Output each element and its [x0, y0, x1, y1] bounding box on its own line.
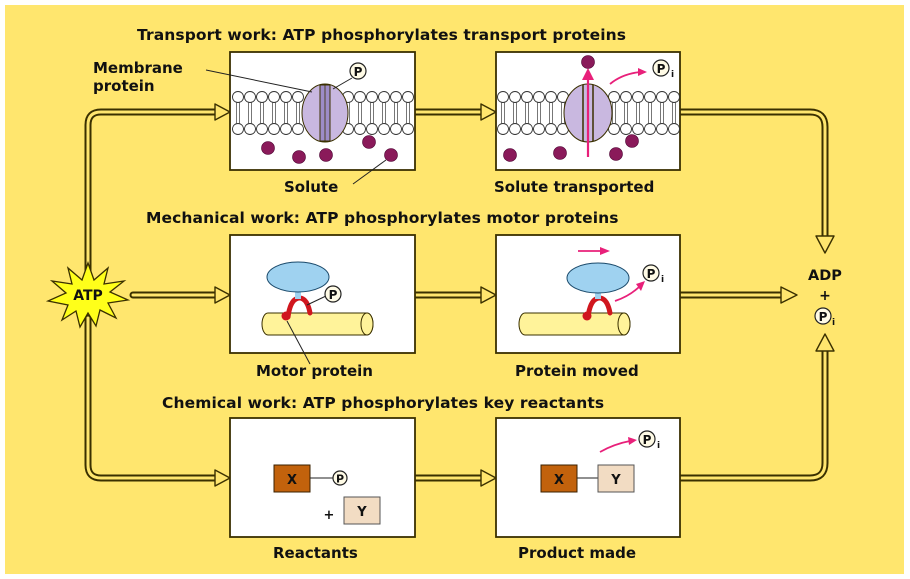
arrowhead-transport-after [480, 103, 497, 121]
phosphate-icon-chemical: P [332, 470, 348, 486]
phosphate-label: P [354, 65, 363, 79]
callout-motor-protein [286, 320, 311, 365]
atp-burst-icon [45, 261, 131, 329]
callout-line-2: protein [93, 77, 155, 95]
plus-sign: + [819, 288, 831, 304]
label-solute: Solute [284, 178, 339, 196]
product-y-label: Y [610, 473, 621, 488]
row-title-mechanical: Mechanical work: ATP phosphorylates moto… [146, 209, 619, 227]
arrowhead-chemical-after [480, 469, 497, 487]
release-arrow-mechanical [614, 281, 645, 302]
label-product-made: Product made [518, 544, 637, 562]
transport-protein-closed [301, 83, 349, 143]
arrowhead-mechanical-after [480, 286, 497, 304]
arrowhead-to-adp-bottom [815, 333, 835, 352]
actin-filament-after [518, 312, 631, 336]
phosphate-subscript: i [671, 70, 674, 80]
label-protein-moved: Protein moved [515, 362, 639, 380]
phosphate-subscript: i [657, 441, 660, 451]
motion-arrow [578, 247, 610, 255]
phosphate-label: P [647, 267, 656, 281]
phosphate-icon-transport: P [349, 62, 367, 80]
phosphate-subscript: i [661, 275, 664, 285]
pipe-chemical-to-adp [676, 344, 829, 482]
label-reactants: Reactants [273, 544, 358, 562]
row-title-chemical: Chemical work: ATP phosphorylates key re… [162, 394, 605, 412]
motor-protein-after [566, 262, 630, 321]
label-solute-transported: Solute transported [494, 178, 655, 196]
row-title-transport: Transport work: ATP phosphorylates trans… [137, 26, 627, 44]
phosphate-label: P [657, 62, 666, 76]
adp-label: ADP [808, 268, 842, 284]
atp-label: ATP [73, 288, 103, 304]
reactant-y-label: Y [356, 505, 367, 520]
arrowhead-to-adp-middle [780, 286, 798, 304]
pipe-transport-to-adp [676, 108, 829, 244]
solute-molecules-before [261, 135, 398, 164]
transported-solute [581, 55, 595, 69]
plus-sign: + [324, 508, 335, 523]
pipe-to-transport [84, 108, 224, 282]
phosphate-label: P [336, 473, 344, 486]
arrowhead-to-adp-top [815, 235, 835, 254]
reactant-y-before: Y [343, 496, 381, 525]
release-arrow-chemical [599, 437, 637, 453]
phosphate-label: P [643, 433, 652, 447]
solute-molecules-after [503, 134, 639, 162]
reactant-x-label: X [287, 473, 297, 488]
arrowhead-transport-before [214, 103, 231, 121]
inorganic-phosphate-icon-mechanical: P i [642, 264, 664, 285]
inorganic-phosphate-icon-chemical: P i [638, 430, 660, 451]
product-x: X [540, 464, 578, 493]
actin-filament-before [261, 312, 374, 336]
phosphate-subscript: i [832, 318, 835, 328]
callout-membrane-protein [205, 69, 313, 93]
reactant-x-before: X [273, 464, 311, 493]
product-x-label: X [554, 473, 564, 488]
phosphate-label: P [329, 288, 338, 302]
phosphate-icon-mechanical: P [324, 285, 342, 303]
motor-protein-before [266, 261, 330, 321]
arrowhead-chemical-before [214, 469, 231, 487]
label-motor-protein: Motor protein [256, 362, 373, 380]
callout-solute [352, 159, 387, 185]
inorganic-phosphate-icon-transport: P i [652, 59, 674, 80]
phosphate-label: P [819, 310, 828, 324]
solute-path-arrow [582, 68, 594, 157]
adp-pi-product: ADP + P i [808, 268, 842, 328]
release-arrow-transport [609, 68, 647, 85]
callout-line-1: Membrane [93, 59, 183, 77]
callout-label-membrane-protein: Membrane protein [93, 59, 183, 95]
arrowhead-mechanical-before [214, 286, 231, 304]
pipes [84, 103, 835, 487]
product-y: Y [597, 464, 635, 493]
